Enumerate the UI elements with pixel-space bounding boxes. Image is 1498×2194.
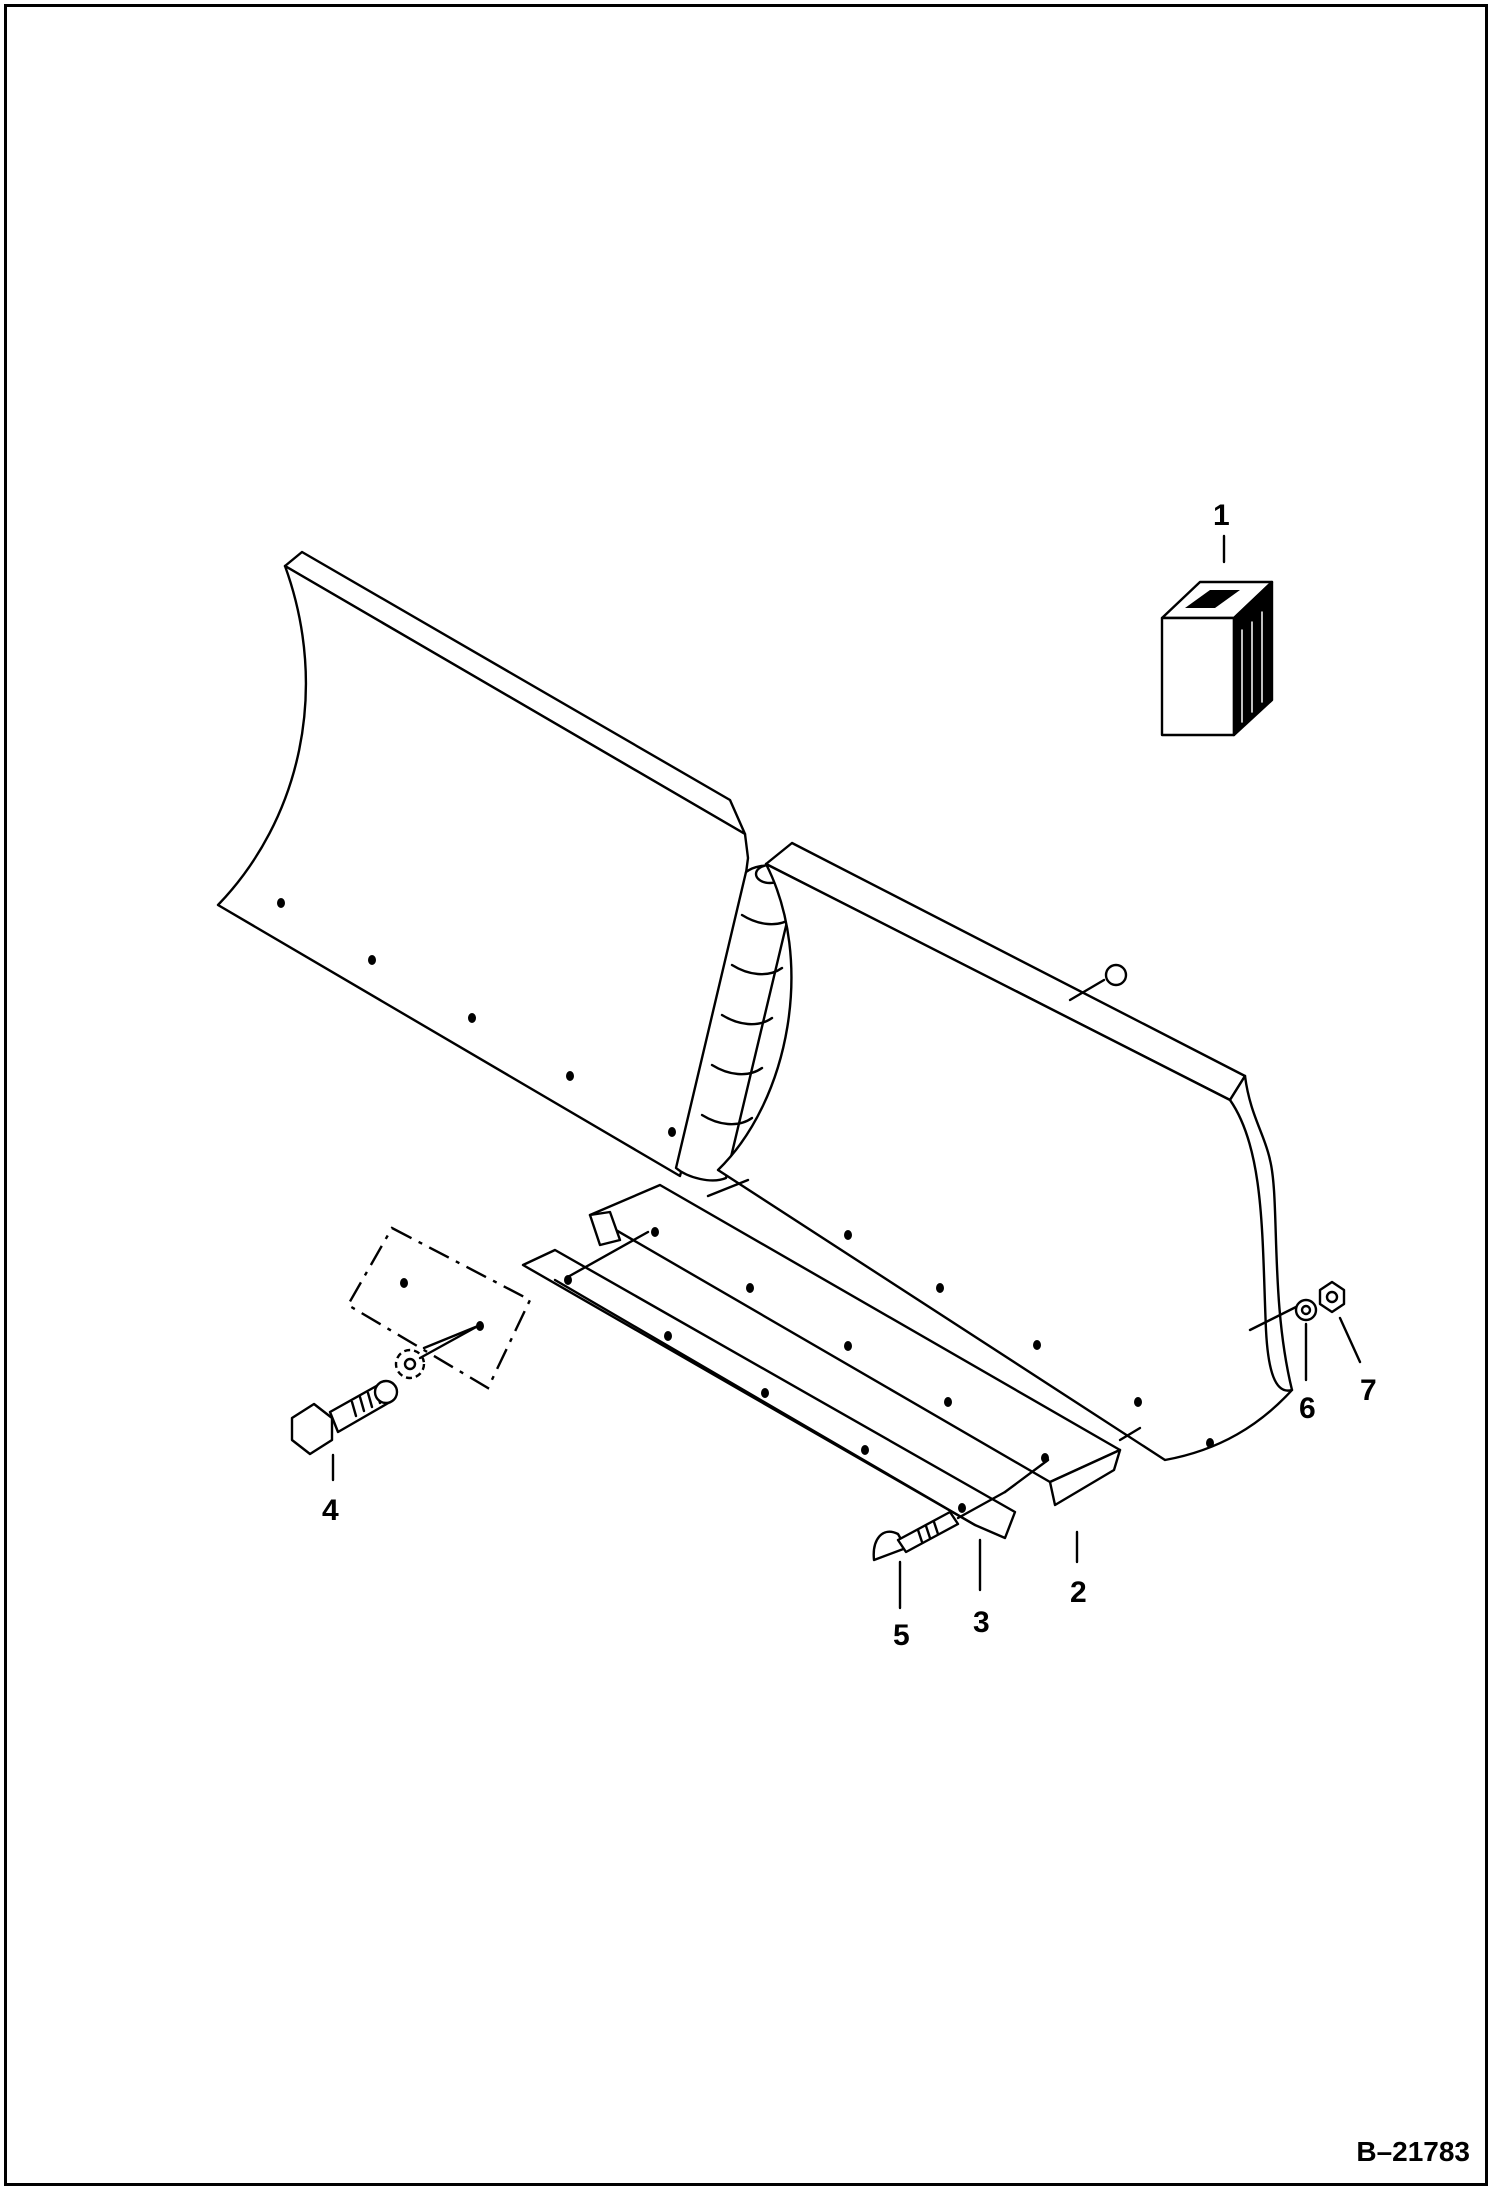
phantom-end-plate xyxy=(346,1226,532,1390)
part-2-cutting-edge[interactable] xyxy=(588,1183,1122,1507)
callout-5: 5 xyxy=(893,1619,910,1652)
callout-4: 4 xyxy=(322,1494,339,1527)
figure-id: B–21783 xyxy=(1356,2136,1470,2167)
callout-labels: 1 2 3 4 5 6 7 xyxy=(322,499,1377,1652)
part-7-nut[interactable] xyxy=(1318,1280,1346,1314)
center-hinge xyxy=(674,863,798,1182)
callout-1: 1 xyxy=(1213,499,1230,532)
left-blade xyxy=(216,550,750,1178)
part-5-plow-bolt[interactable] xyxy=(872,1490,1007,1562)
callout-6: 6 xyxy=(1299,1392,1316,1425)
assembly-leaders xyxy=(422,1178,1300,1494)
callout-lines xyxy=(331,534,1362,1610)
part-1-box[interactable] xyxy=(1160,580,1274,737)
callout-2: 2 xyxy=(1070,1576,1087,1609)
diagram-frame xyxy=(4,4,1488,2186)
part-4-bolt[interactable] xyxy=(290,1324,480,1456)
part-6-lock-washer[interactable] xyxy=(1294,1298,1318,1322)
callout-3: 3 xyxy=(973,1606,990,1639)
right-blade xyxy=(716,841,1294,1462)
callout-7: 7 xyxy=(1360,1374,1377,1407)
part-3-wear-strip[interactable] xyxy=(521,1248,1017,1540)
